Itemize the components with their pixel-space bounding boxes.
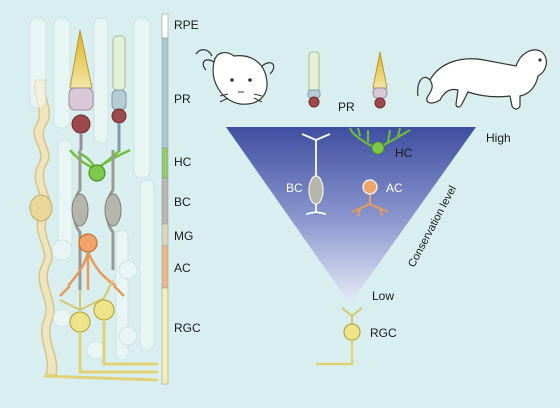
ganglion-cell-left-soma [69, 311, 91, 333]
rod-nucleus [111, 108, 127, 124]
mouse-icon [195, 49, 275, 105]
label-high: High [486, 131, 511, 145]
funnel-cone-photoreceptor [372, 51, 388, 109]
funnel-rod-photoreceptor [307, 51, 321, 108]
optic-nerve-fibers [43, 320, 159, 382]
funnel-label-pr: PR [338, 100, 355, 114]
funnel-bipolar-cell [301, 133, 331, 215]
muller-glia [33, 79, 58, 376]
label-low: Low [372, 289, 394, 303]
retina-cross-section [29, 17, 159, 382]
conservation-funnel [226, 127, 476, 304]
layer-band-bc [161, 177, 169, 225]
ganglion-cell-right-dendrites [99, 279, 114, 301]
rod-outer-segment [112, 35, 126, 91]
layer-labels: RPE PR HC BC MG AC RGC [174, 18, 201, 335]
funnel-ganglion-cell [316, 307, 363, 366]
ganglion-cell-right-soma [93, 299, 115, 321]
funnel-horizontal-cell [349, 127, 411, 155]
layer-label-pr: PR [174, 92, 191, 106]
rod-inner-segment [111, 89, 127, 111]
layer-band-ac [161, 245, 169, 289]
funnel-label-bc: BC [286, 181, 303, 195]
layer-label-bc: BC [174, 195, 191, 209]
funnel-label-rgc: RGC [370, 326, 397, 340]
layer-label-rgc: RGC [174, 321, 201, 335]
layer-band-pr [161, 37, 169, 149]
cone-outer-segment [69, 29, 93, 89]
funnel-amacrine-cell [351, 179, 389, 217]
layer-band-hc [161, 147, 169, 179]
cone-nucleus [71, 114, 91, 134]
funnel-label-hc: HC [395, 146, 413, 160]
ganglion-cell-left-dendrites [59, 290, 101, 311]
layer-label-rpe: RPE [174, 18, 199, 32]
amacrine-cell-soma [78, 233, 98, 253]
layer-band-rgc [161, 287, 169, 385]
monkey-icon [417, 49, 547, 110]
layer-bar [161, 13, 169, 385]
layer-band-rpe [161, 13, 169, 39]
background-photoreceptors [29, 17, 155, 361]
layer-label-hc: HC [174, 155, 192, 169]
amacrine-cell-processes [59, 251, 125, 297]
layer-band-mg [161, 223, 169, 247]
horizontal-cell-soma [88, 164, 106, 182]
cone-inner-segment [68, 87, 94, 111]
layer-label-mg: MG [174, 229, 193, 243]
muller-glia-soma [29, 194, 53, 222]
funnel-label-ac: AC [386, 181, 403, 195]
layer-label-ac: AC [174, 261, 191, 275]
